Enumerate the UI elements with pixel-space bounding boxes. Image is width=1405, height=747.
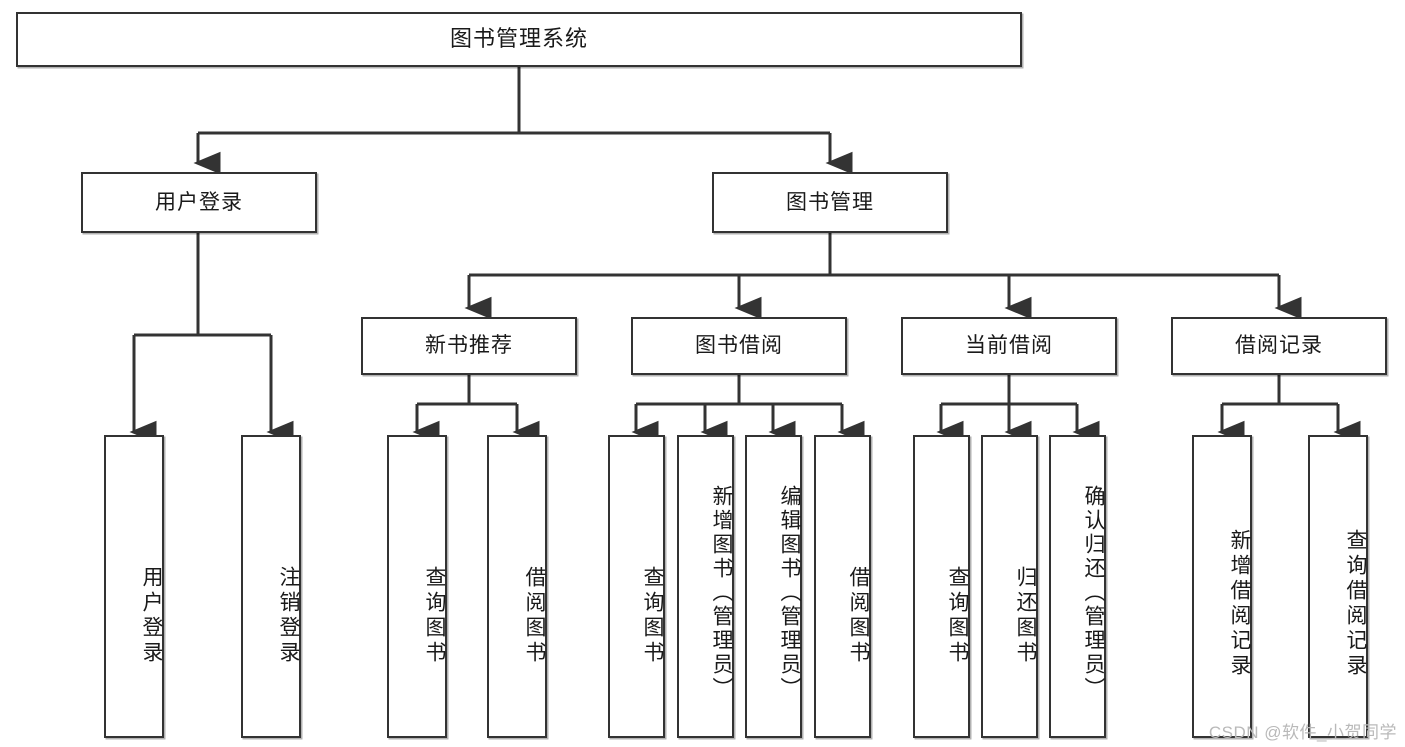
leaf-query-book-2-label: 查询图书 — [641, 565, 664, 666]
leaf-add-record-label: 新增借阅记录 — [1228, 528, 1251, 679]
leaf-query-book-1-label: 查询图书 — [423, 565, 446, 666]
leaf-borrow-book-1-label: 借阅图书 — [523, 565, 546, 666]
leaf-query-book-3[interactable]: 查询图书 — [913, 435, 970, 738]
node-book-borrow-label: 图书借阅 — [695, 334, 783, 358]
leaf-user-login[interactable]: 用户登录 — [104, 435, 164, 738]
node-current-borrow[interactable]: 当前借阅 — [901, 317, 1117, 375]
leaf-return-book[interactable]: 归还图书 — [981, 435, 1038, 738]
leaf-confirm-return-label: 确认归还（管理员） — [1082, 484, 1105, 701]
leaf-add-book[interactable]: 新增图书（管理员） — [677, 435, 734, 738]
leaf-borrow-book-2[interactable]: 借阅图书 — [814, 435, 871, 738]
node-root-label: 图书管理系统 — [449, 26, 588, 52]
leaf-query-book-3-label: 查询图书 — [946, 565, 969, 666]
leaf-borrow-book-1[interactable]: 借阅图书 — [487, 435, 547, 738]
leaf-query-book-2[interactable]: 查询图书 — [608, 435, 665, 738]
leaf-add-record[interactable]: 新增借阅记录 — [1192, 435, 1252, 738]
node-new-book-recommend[interactable]: 新书推荐 — [361, 317, 577, 375]
watermark: CSDN @软件_小贺同学 — [1208, 723, 1397, 742]
leaf-edit-book-label: 编辑图书（管理员） — [778, 484, 801, 701]
node-user-login[interactable]: 用户登录 — [81, 172, 317, 233]
leaf-query-record[interactable]: 查询借阅记录 — [1308, 435, 1368, 738]
leaf-query-book-1[interactable]: 查询图书 — [387, 435, 447, 738]
leaf-add-book-label: 新增图书（管理员） — [710, 484, 733, 701]
leaf-edit-book[interactable]: 编辑图书（管理员） — [745, 435, 802, 738]
node-root[interactable]: 图书管理系统 — [16, 12, 1022, 67]
leaf-borrow-book-2-label: 借阅图书 — [847, 565, 870, 666]
node-book-management[interactable]: 图书管理 — [712, 172, 948, 233]
node-current-borrow-label: 当前借阅 — [965, 334, 1053, 358]
node-user-login-label: 用户登录 — [155, 190, 243, 214]
node-book-borrow[interactable]: 图书借阅 — [631, 317, 847, 375]
node-book-management-label: 图书管理 — [786, 190, 874, 214]
leaf-return-book-label: 归还图书 — [1014, 565, 1037, 666]
leaf-logout[interactable]: 注销登录 — [241, 435, 301, 738]
leaf-confirm-return[interactable]: 确认归还（管理员） — [1049, 435, 1106, 738]
node-borrow-record[interactable]: 借阅记录 — [1171, 317, 1387, 375]
node-new-book-recommend-label: 新书推荐 — [425, 334, 513, 358]
leaf-query-record-label: 查询借阅记录 — [1344, 528, 1367, 679]
node-borrow-record-label: 借阅记录 — [1235, 334, 1323, 358]
leaf-user-login-label: 用户登录 — [140, 565, 163, 666]
leaf-logout-label: 注销登录 — [277, 565, 300, 666]
